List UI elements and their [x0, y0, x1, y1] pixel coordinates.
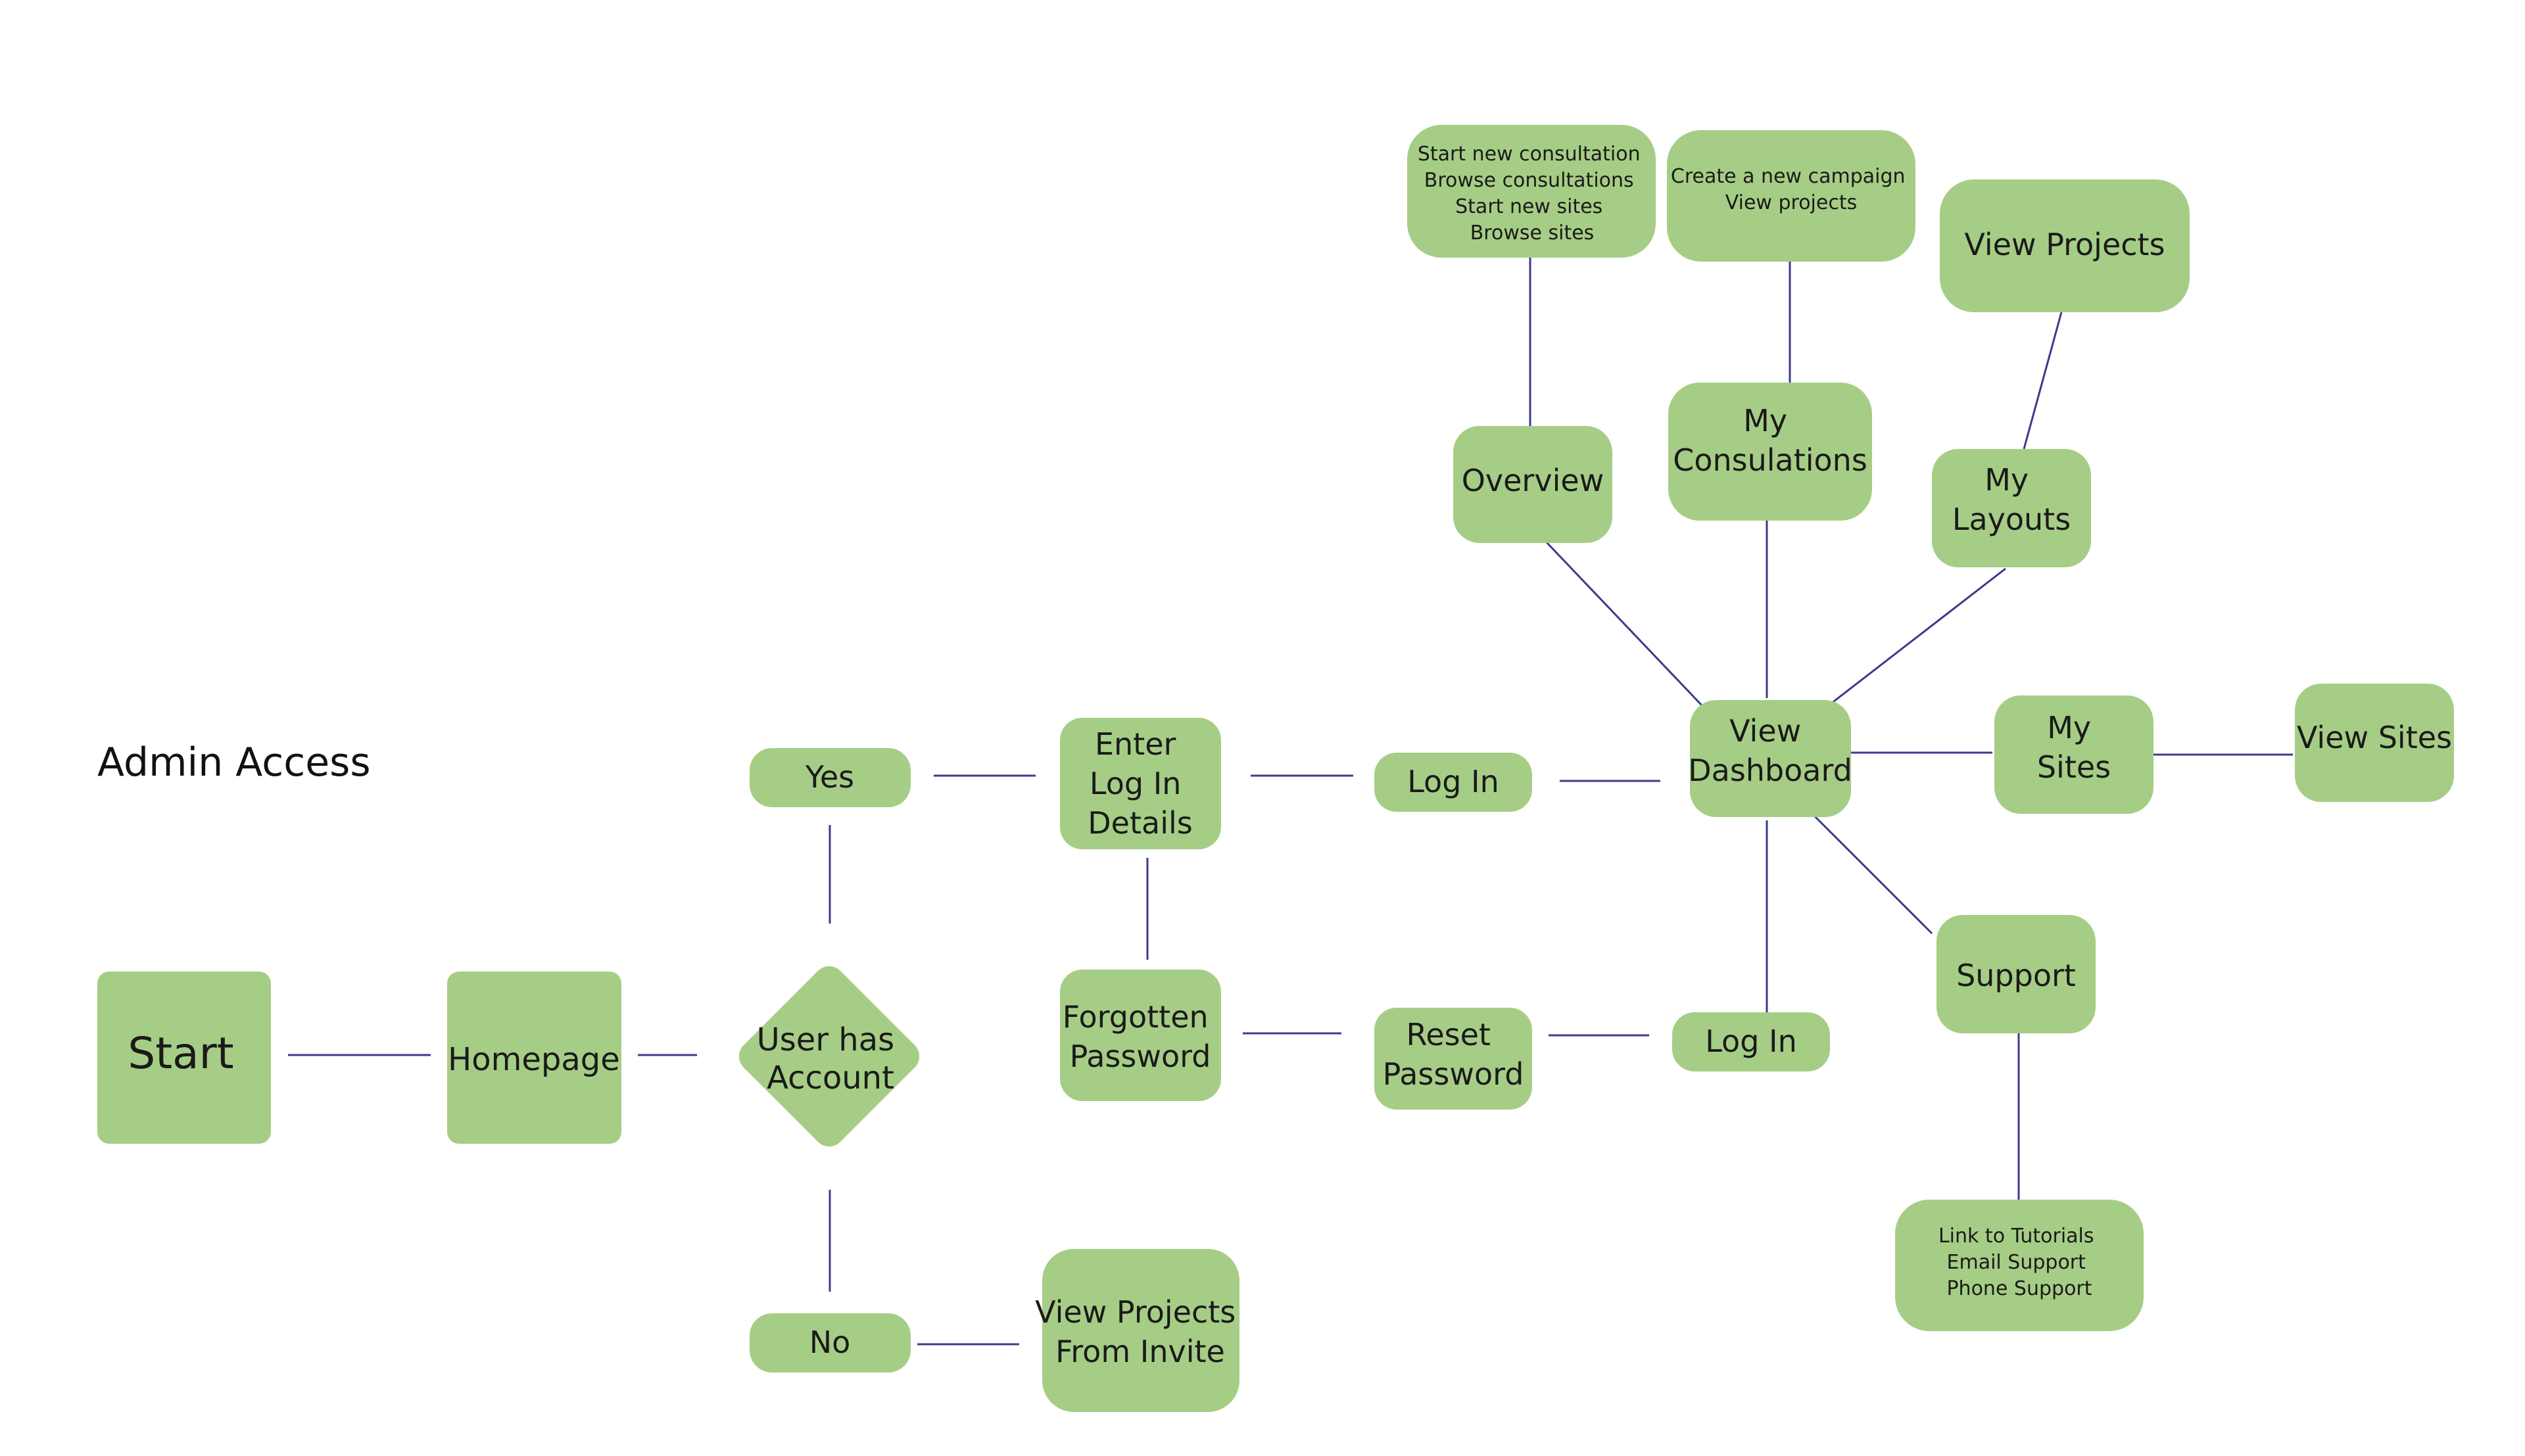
log-in-label: Log In: [1407, 764, 1499, 799]
consultation-option-1: Create a new campaign: [1671, 165, 1906, 188]
consultation-options-node: Create a new campaign View projects: [1667, 130, 1915, 262]
layouts-line-2: Layouts: [1952, 502, 2071, 537]
connectors: [288, 258, 2293, 1346]
overview-node: Overview: [1453, 426, 1612, 543]
svg-text:Homepage: Homepage: [448, 1041, 620, 1078]
reset-line-1: Reset: [1406, 1017, 1491, 1052]
my-consulations-node: My Consulations: [1668, 383, 1872, 521]
svg-text:Log In: Log In: [1407, 764, 1499, 799]
svg-text:View Sites: View Sites: [2297, 720, 2452, 755]
consultations-line-1: My: [1743, 403, 1787, 438]
log-in-node: Log In: [1374, 753, 1532, 812]
svg-text:Reset Password: Reset Password: [1383, 1017, 1524, 1092]
svg-text:View Dashboard: View Dashboard: [1688, 713, 1852, 788]
svg-text:My Consulations: My Consulations: [1673, 403, 1867, 478]
user-has-account-decision: User has Account: [738, 966, 920, 1147]
support-option-2: Email Support: [1947, 1251, 2086, 1274]
overview-option-3: Start new sites: [1455, 195, 1602, 218]
decision-label-line-2: Account: [767, 1060, 894, 1096]
svg-text:Create a new campaign Vi: Create a new campaign View projects: [1671, 165, 1912, 214]
support-option-1: Link to Tutorials: [1938, 1225, 2094, 1248]
svg-text:Enter Log In Detai: Enter Log In Details: [1088, 726, 1192, 841]
log-in-bottom-label: Log In: [1705, 1023, 1797, 1059]
view-sites-label: View Sites: [2297, 720, 2452, 755]
overview-label: Overview: [1462, 463, 1604, 498]
view-sites-node: View Sites: [2295, 684, 2454, 802]
no-node: No: [750, 1313, 911, 1373]
sites-line-1: My: [2047, 710, 2091, 745]
support-node: Support: [1936, 915, 2096, 1033]
homepage-label: Homepage: [448, 1041, 620, 1078]
view-projects-from-invite-node: View Projects From Invite: [1035, 1249, 1245, 1412]
overview-option-2: Browse consultations: [1424, 169, 1634, 192]
reset-line-2: Password: [1383, 1056, 1524, 1092]
svg-text:Overview: Overview: [1462, 463, 1604, 498]
invite-line-1: View Projects: [1035, 1294, 1236, 1330]
view-dashboard-node: View Dashboard: [1688, 700, 1852, 817]
svg-text:My Sites: My Sites: [2037, 710, 2111, 785]
svg-text:No: No: [809, 1325, 851, 1360]
overview-option-4: Browse sites: [1470, 222, 1595, 245]
enter-login-details-node: Enter Log In Details: [1060, 718, 1221, 849]
forgotten-password-node: Forgotten Password: [1060, 970, 1221, 1101]
svg-text:My Layouts: My Layouts: [1952, 462, 2071, 537]
my-sites-node: My Sites: [1994, 695, 2153, 814]
view-projects-label: View Projects: [1964, 227, 2165, 262]
invite-line-2: From Invite: [1055, 1334, 1225, 1369]
connector-dashboard-overview: [1545, 541, 1704, 708]
connector-layouts-view-projects: [2023, 312, 2063, 450]
consultations-line-2: Consulations: [1673, 442, 1867, 478]
dashboard-line-1: View: [1729, 713, 1801, 749]
dashboard-line-2: Dashboard: [1688, 753, 1852, 788]
homepage-node: Homepage: [447, 972, 621, 1144]
svg-text:View Projects From Invit: View Projects From Invite: [1035, 1294, 1245, 1369]
my-layouts-node: My Layouts: [1932, 449, 2091, 567]
svg-text:Forgotten Password: Forgotten Password: [1063, 999, 1218, 1074]
layouts-line-1: My: [1984, 462, 2029, 498]
overview-option-1: Start new consultation: [1418, 143, 1641, 166]
forgotten-line-2: Password: [1070, 1039, 1211, 1074]
svg-text:Log In: Log In: [1705, 1023, 1797, 1059]
svg-text:Link to Tutorials Email: Link to Tutorials Email Support Phone Su…: [1938, 1225, 2100, 1300]
enter-details-line-3: Details: [1088, 805, 1192, 841]
svg-text:Start: Start: [128, 1028, 233, 1079]
enter-details-line-1: Enter: [1095, 726, 1176, 762]
svg-text:Support: Support: [1956, 958, 2076, 993]
enter-details-line-2: Log In: [1090, 766, 1182, 801]
yes-node: Yes: [750, 748, 911, 807]
yes-label: Yes: [805, 759, 854, 795]
view-projects-node: View Projects: [1940, 179, 2190, 312]
connector-dashboard-layouts: [1831, 567, 2006, 705]
svg-text:Yes: Yes: [805, 759, 854, 795]
start-label: Start: [128, 1028, 233, 1079]
forgotten-line-1: Forgotten: [1063, 999, 1209, 1035]
svg-text:Start new consultation B: Start new consultation Browse consultati…: [1418, 143, 1647, 245]
svg-text:View Projects: View Projects: [1964, 227, 2165, 262]
support-label: Support: [1956, 958, 2076, 993]
connector-dashboard-support: [1814, 815, 1933, 935]
overview-options-node: Start new consultation Browse consultati…: [1407, 125, 1656, 258]
support-options-node: Link to Tutorials Email Support Phone Su…: [1895, 1200, 2144, 1331]
consultation-option-2: View projects: [1725, 191, 1857, 214]
svg-text:User has Account: User has Account: [757, 1022, 905, 1096]
start-node: Start: [97, 972, 271, 1144]
reset-password-node: Reset Password: [1374, 1008, 1532, 1110]
sites-line-2: Sites: [2037, 749, 2111, 785]
support-option-3: Phone Support: [1946, 1277, 2092, 1300]
log-in-bottom-node: Log In: [1672, 1012, 1830, 1071]
no-label: No: [809, 1325, 851, 1360]
decision-label-line-1: User has: [757, 1022, 895, 1058]
diagram-title: Admin Access: [97, 740, 371, 786]
